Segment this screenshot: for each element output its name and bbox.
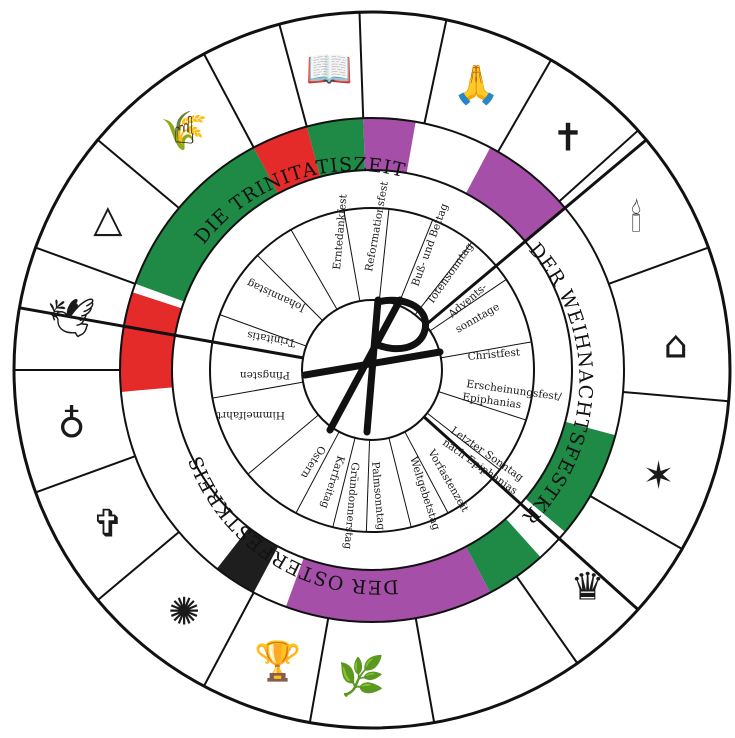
spoke-line [279, 24, 306, 126]
color-band-segment [126, 412, 249, 569]
palm-branch-icon: 🌿 [338, 654, 385, 698]
pointing-hand-icon: ☝ [173, 109, 196, 153]
feast-erntedankfest: Erntedankfest [331, 193, 350, 270]
crown-of-thorns-icon: ✺ [168, 589, 200, 633]
spoke-line [590, 496, 682, 549]
dove-icon: 🕊 [48, 296, 96, 340]
spoke-line [360, 12, 364, 118]
spoke-line [204, 54, 254, 148]
title-weihnachtsfestkreis: DER WEIHNACHTSFESTKREIS [0, 0, 596, 528]
feast-spoke [212, 382, 303, 398]
spoke-line [204, 593, 254, 687]
advent-wreath-icon: 🕯 [631, 197, 642, 241]
feast-himmelfahrt: Himmelfahrt [216, 409, 285, 421]
chalice-icon: 🏆 [254, 639, 301, 683]
feast-spoke [366, 440, 369, 532]
spoke-line [36, 456, 136, 492]
spoke-line [36, 248, 136, 284]
spoke-line [424, 20, 446, 124]
nativity-stable-icon: ⌂ [664, 322, 688, 366]
magi-crown-icon: ♛ [571, 565, 605, 609]
spoke-line [416, 618, 434, 722]
book-cross-icon: ✝ [552, 115, 584, 159]
spoke-line [609, 248, 709, 284]
cross-tomb-icon: ✞ [92, 502, 124, 546]
star-icon: ✶ [643, 453, 675, 497]
feast-johannistag: Johannistag [245, 277, 308, 315]
globe-cross-icon: ♁ [58, 402, 86, 446]
praying-hands-icon: 🙏 [453, 62, 500, 106]
open-bible-icon: 📖 [306, 47, 353, 91]
feast-palmsonntag: Palmsonntag [369, 461, 387, 531]
feast-trinitatis: Trinitatis [246, 329, 296, 349]
spoke-line [498, 60, 551, 152]
jhs-triangle-icon: △ [93, 197, 123, 241]
feast-christfest: Christfest [467, 346, 521, 363]
spoke-line [517, 576, 578, 663]
feast-gruendonnerstag: Gründonnerstag [341, 462, 361, 550]
spoke-line [623, 392, 729, 401]
spoke-line [310, 618, 328, 722]
feast-pfingsten: Pfingsten [240, 369, 290, 381]
feast-spoke [389, 438, 411, 527]
